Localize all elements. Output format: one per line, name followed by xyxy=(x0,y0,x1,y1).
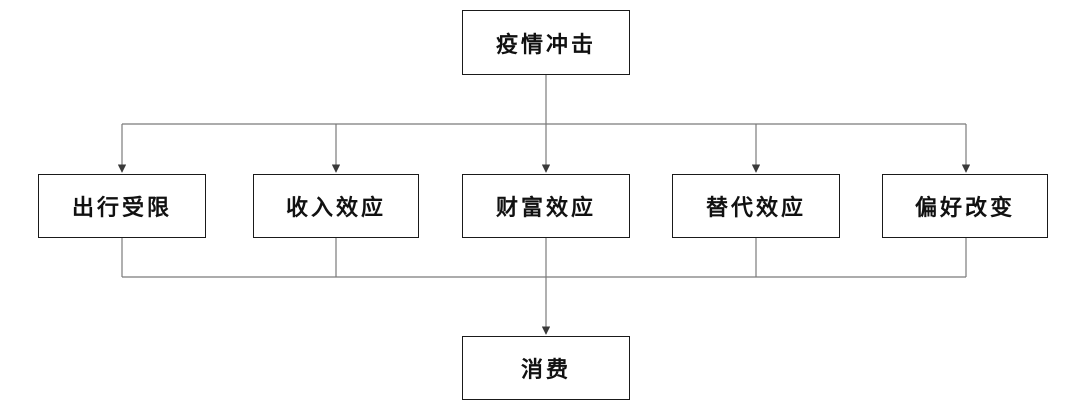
effect-node-label: 偏好改变 xyxy=(914,195,1015,221)
effect-node-preference-change: 偏好改变 xyxy=(882,174,1048,238)
root-node: 疫情冲击 xyxy=(462,10,630,75)
effect-node-travel-restriction: 出行受限 xyxy=(38,174,206,238)
outcome-node: 消费 xyxy=(462,336,630,400)
effect-node-wealth: 财富效应 xyxy=(462,174,630,238)
effect-node-substitution: 替代效应 xyxy=(672,174,840,238)
effect-node-label: 收入效应 xyxy=(285,195,386,221)
effect-node-label: 财富效应 xyxy=(495,195,596,221)
effect-node-label: 出行受限 xyxy=(71,195,172,221)
outcome-node-label: 消费 xyxy=(520,357,571,383)
effect-node-label: 替代效应 xyxy=(705,195,806,221)
root-node-label: 疫情冲击 xyxy=(495,31,596,58)
effect-node-income: 收入效应 xyxy=(253,174,419,238)
